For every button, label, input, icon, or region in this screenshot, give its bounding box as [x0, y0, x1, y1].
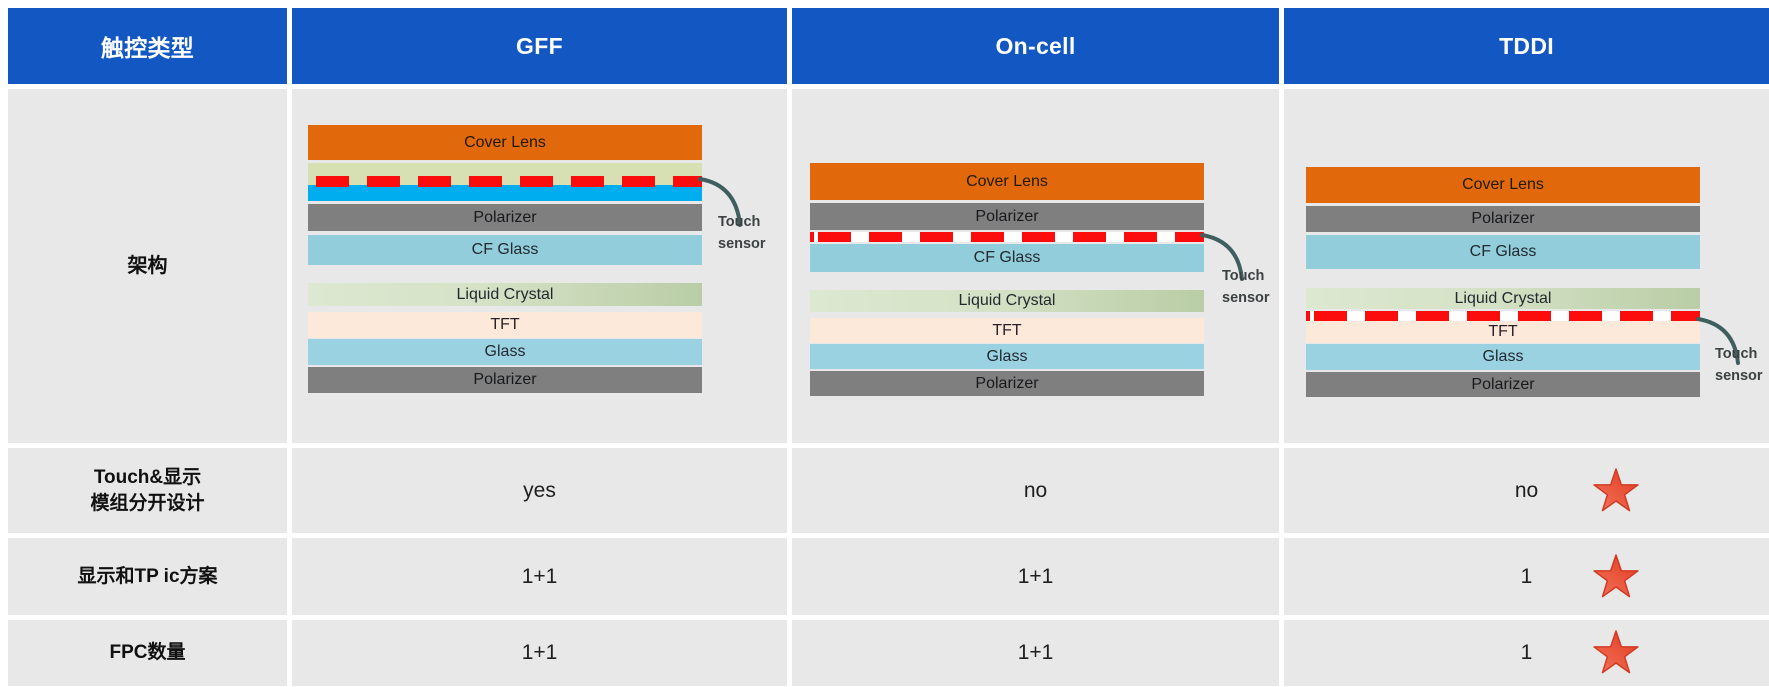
ic-solution-row-label: 显示和TP ic方案: [77, 565, 218, 587]
separate-design-row-label-cell: Touch&显示 模组分开设计: [8, 448, 287, 533]
oncell-layer-cover-lens: Cover Lens: [810, 163, 1204, 200]
star-icon: [1592, 552, 1640, 602]
separate-design-tddi-value: no: [1514, 478, 1539, 502]
header-gff: GFF: [292, 8, 787, 84]
gff-layer-rgb-filter: [308, 267, 702, 281]
gff-touch-sensor-label: Touch sensor: [718, 214, 766, 252]
fpc-count-oncell-value: 1+1: [1017, 641, 1054, 664]
gff-layer-cover-lens: Cover Lens: [308, 125, 702, 160]
gff-architecture-cell: Cover Lens Polarizer CF Glass Liquid Cry…: [292, 89, 787, 443]
gff-layer-tft: TFT: [308, 312, 702, 338]
separate-design-tddi-cell: no: [1284, 448, 1769, 533]
tddi-layer-glass: Glass: [1306, 344, 1700, 370]
architecture-row-label: 架构: [127, 254, 168, 277]
separate-design-oncell-cell: no: [792, 448, 1279, 533]
separate-design-row-label: Touch&显示 模组分开设计: [90, 466, 205, 514]
fpc-count-tddi-value: 1: [1520, 641, 1533, 664]
gff-stack-diagram: Cover Lens Polarizer CF Glass Liquid Cry…: [308, 125, 742, 393]
fpc-count-row-label: FPC数量: [109, 642, 186, 664]
header-gff-label: GFF: [516, 32, 563, 59]
oncell-layer-polarizer-top: Polarizer: [810, 203, 1204, 230]
oncell-layer-liquid-crystal: Liquid Crystal: [810, 290, 1204, 312]
gff-layer-liquid-crystal: Liquid Crystal: [308, 283, 702, 306]
ic-solution-gff-value: 1+1: [521, 564, 558, 588]
ic-solution-tddi-value: 1: [1520, 564, 1533, 588]
tddi-stack-diagram: Cover Lens Polarizer CF Glass Liquid Cry…: [1306, 167, 1740, 397]
ic-solution-oncell-value: 1+1: [1017, 564, 1054, 588]
fpc-count-gff-value: 1+1: [521, 641, 558, 664]
oncell-layer-polarizer-bottom: Polarizer: [810, 371, 1204, 396]
oncell-layer-cf-glass: CF Glass: [810, 244, 1204, 272]
oncell-layer-tft: TFT: [810, 318, 1204, 343]
header-oncell: On-cell: [792, 8, 1279, 84]
header-oncell-label: On-cell: [995, 32, 1076, 59]
fpc-count-row-label-cell: FPC数量: [8, 620, 287, 686]
oncell-layer-glass: Glass: [810, 344, 1204, 369]
comparison-table: 触控类型 GFF On-cell TDDI 架构 Cover Lens Pola…: [8, 8, 1769, 686]
ic-solution-tddi-cell: 1: [1284, 538, 1769, 615]
oncell-touch-sensor-connector: [1200, 233, 1244, 281]
separate-design-gff-cell: yes: [292, 448, 787, 533]
tddi-touch-sensor-connector: [1696, 317, 1740, 365]
ic-solution-row-label-cell: 显示和TP ic方案: [8, 538, 287, 615]
gff-layer-polarizer-bottom: Polarizer: [308, 367, 702, 393]
gff-touch-sensor-connector: [698, 177, 742, 227]
header-tddi: TDDI: [1284, 8, 1769, 84]
tddi-layer-polarizer-bottom: Polarizer: [1306, 372, 1700, 397]
star-icon: [1592, 466, 1640, 516]
fpc-count-gff-cell: 1+1: [292, 620, 787, 686]
gff-touch-sensor-dashed-line: [316, 176, 702, 187]
architecture-row-label-cell: 架构: [8, 89, 287, 443]
tddi-layer-polarizer-top: Polarizer: [1306, 206, 1700, 232]
oncell-stack-diagram: Cover Lens Polarizer CF Glass Liquid Cry…: [810, 163, 1244, 396]
header-touch-type-label: 触控类型: [100, 35, 195, 61]
gff-layer-polarizer-top: Polarizer: [308, 204, 702, 231]
tddi-layer-rgb-filter: [1306, 272, 1700, 286]
header-tddi-label: TDDI: [1499, 32, 1554, 59]
gff-layer-glass: Glass: [308, 339, 702, 365]
tddi-touch-sensor-dashed-line: [1306, 311, 1700, 321]
oncell-layer-rgb-filter: [810, 274, 1204, 288]
separate-design-gff-value: yes: [523, 478, 556, 502]
separate-design-oncell-value: no: [1023, 478, 1048, 502]
tddi-architecture-cell: Cover Lens Polarizer CF Glass Liquid Cry…: [1284, 89, 1769, 443]
ic-solution-gff-cell: 1+1: [292, 538, 787, 615]
fpc-count-oncell-cell: 1+1: [792, 620, 1279, 686]
gff-layer-ito-film: [308, 185, 702, 201]
tddi-touch-sensor-label: Touch sensor: [1715, 346, 1763, 384]
oncell-touch-sensor-label: Touch sensor: [1222, 268, 1270, 306]
oncell-architecture-cell: Cover Lens Polarizer CF Glass Liquid Cry…: [792, 89, 1279, 443]
gff-layer-cf-glass: CF Glass: [308, 235, 702, 265]
fpc-count-tddi-cell: 1: [1284, 620, 1769, 686]
oncell-touch-sensor-dashed-line: [810, 232, 1204, 242]
tddi-layer-cover-lens: Cover Lens: [1306, 167, 1700, 203]
star-icon: [1592, 628, 1640, 678]
ic-solution-oncell-cell: 1+1: [792, 538, 1279, 615]
tddi-layer-cf-glass: CF Glass: [1306, 235, 1700, 269]
tddi-layer-liquid-crystal: Liquid Crystal: [1306, 288, 1700, 309]
header-touch-type: 触控类型: [8, 8, 287, 84]
tddi-layer-tft: TFT: [1306, 321, 1700, 343]
